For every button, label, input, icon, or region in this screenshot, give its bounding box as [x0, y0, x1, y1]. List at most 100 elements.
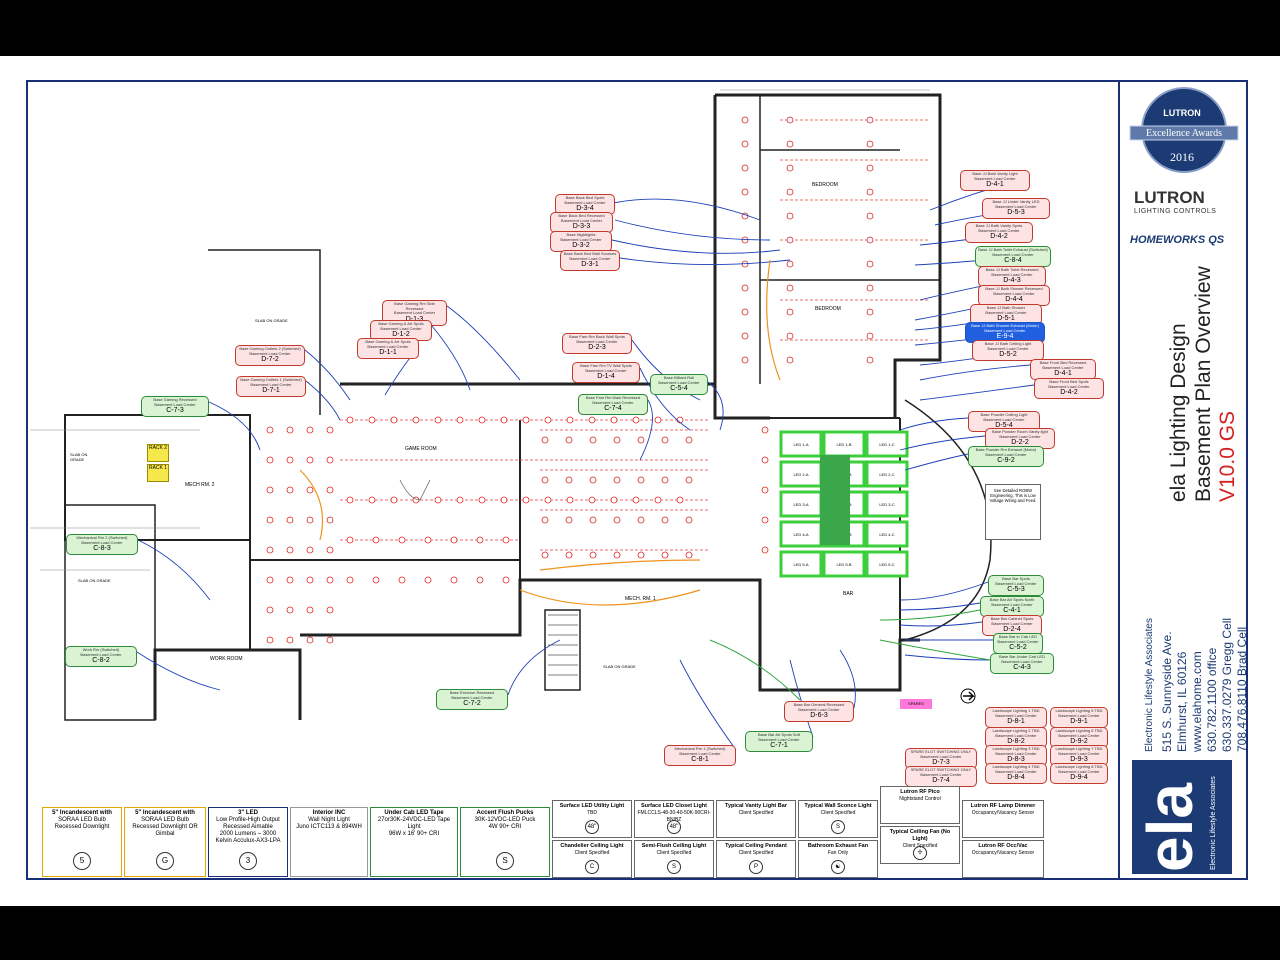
recessed-light-icon: [761, 456, 769, 464]
recessed-light-icon: [266, 456, 274, 464]
recessed-light-icon: [266, 636, 274, 644]
recessed-light-icon: [661, 476, 669, 484]
recessed-light-icon: [266, 516, 274, 524]
led-panel-label: LED 1-A: [793, 442, 808, 447]
recessed-light-icon: [741, 356, 749, 364]
recessed-light-icon: [326, 516, 334, 524]
room-label-bar: BAR: [843, 591, 854, 597]
recessed-light-icon: [866, 140, 874, 148]
recessed-light-icon: [306, 606, 314, 614]
recessed-light-icon: [306, 516, 314, 524]
recessed-light-icon: [541, 551, 549, 559]
recessed-light-icon: [326, 546, 334, 554]
recessed-light-icon: [866, 188, 874, 196]
led-panel: [865, 550, 909, 578]
recessed-light-icon: [741, 332, 749, 340]
company-website: www.elahome.com: [1190, 651, 1204, 752]
recessed-light-icon: [541, 476, 549, 484]
wall-curve: [904, 399, 992, 641]
homeworks-logo: HOMEWORKS QS: [1130, 234, 1225, 246]
recessed-light-icon: [541, 436, 549, 444]
recessed-light-icon: [266, 576, 274, 584]
recessed-light-icon: [346, 416, 354, 424]
recessed-light-icon: [741, 140, 749, 148]
recessed-light-icon: [286, 606, 294, 614]
recessed-light-icon: [613, 551, 621, 559]
recessed-light-icon: [372, 576, 380, 584]
recessed-light-icon: [661, 436, 669, 444]
recessed-light-icon: [786, 260, 794, 268]
recessed-light-icon: [661, 551, 669, 559]
drawing-frame: [26, 80, 1120, 880]
recessed-light-icon: [398, 536, 406, 544]
recessed-light-icon: [326, 456, 334, 464]
wall-main-north: [340, 382, 770, 420]
ela-logo: ela Electronic Lifestyle Associates: [1132, 760, 1232, 874]
legend-symbol-icon: C: [585, 860, 599, 874]
recessed-light-icon: [544, 416, 552, 424]
room-label-work-room: WORK ROOM: [210, 656, 243, 662]
room-label-bedroom-2: BEDROOM: [815, 306, 841, 312]
led-panel: [779, 550, 823, 578]
recessed-light-icon: [424, 576, 432, 584]
recessed-light-icon: [637, 516, 645, 524]
recessed-light-icon: [637, 476, 645, 484]
legend-symbol-icon: 5: [73, 852, 91, 870]
recessed-light-icon: [866, 212, 874, 220]
led-panel-label: LED 5-C: [879, 562, 894, 567]
recessed-light-icon: [866, 236, 874, 244]
recessed-light-icon: [786, 164, 794, 172]
recessed-light-icon: [456, 416, 464, 424]
led-panel: [865, 460, 909, 488]
recessed-light-icon: [286, 546, 294, 554]
recessed-light-icon: [676, 496, 684, 504]
phone-office: 630.782.1100 office: [1205, 647, 1219, 752]
circuit-tag-d-7-2: Base Gaming Outlets 2 (Switched)Basement…: [235, 345, 305, 366]
recessed-light-icon: [306, 636, 314, 644]
recessed-light-icon: [786, 140, 794, 148]
recessed-light-icon: [866, 260, 874, 268]
circuit-tag-c-8-4: Base JJ Bath Toilet Exhaust (Switched)Ba…: [975, 246, 1051, 267]
legend-symbol-icon: P: [749, 860, 763, 874]
led-panel-label: LED 2-C: [879, 472, 894, 477]
recessed-light-icon: [412, 416, 420, 424]
company-address-1: 515 S. Sunnyside Ave.: [1160, 631, 1174, 752]
award-badge: [1129, 87, 1239, 173]
recessed-light-icon: [398, 576, 406, 584]
legend-symbol-icon: S: [831, 820, 845, 834]
recessed-light-icon: [685, 436, 693, 444]
recessed-light-icon: [500, 416, 508, 424]
recessed-light-icon: [544, 496, 552, 504]
award-org: LUTRON: [1163, 108, 1201, 118]
led-panel-label: LED 1-B: [836, 442, 851, 447]
recessed-light-icon: [654, 416, 662, 424]
drawing-version: V10.0 GS: [1216, 410, 1239, 502]
recessed-light-icon: [786, 284, 794, 292]
recessed-light-icon: [476, 576, 484, 584]
recessed-light-icon: [685, 516, 693, 524]
legend-symbol-icon: G: [156, 852, 174, 870]
recessed-light-icon: [761, 516, 769, 524]
